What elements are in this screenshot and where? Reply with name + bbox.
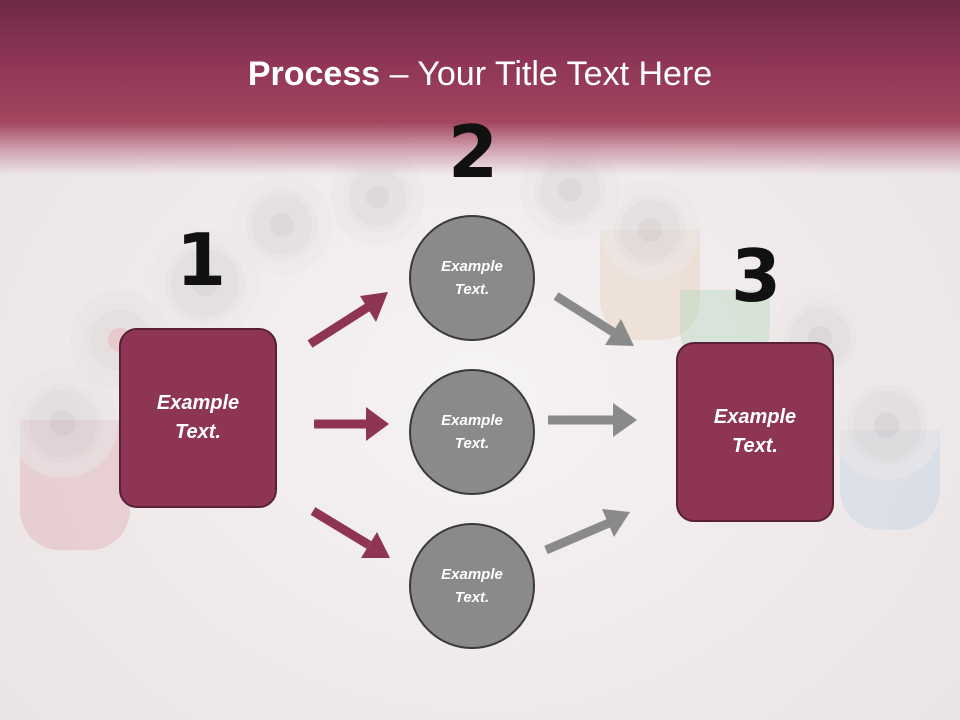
arrow-left-middle xyxy=(314,407,389,441)
step-3-text: Example Text. xyxy=(713,406,797,457)
step-2-circle-top[interactable]: Example Text. xyxy=(409,215,535,341)
slide-title: Process – Your Title Text Here xyxy=(0,52,960,96)
arrow-right-middle xyxy=(548,403,637,437)
spool xyxy=(232,175,332,275)
title-bar xyxy=(0,0,960,175)
arrow-right-up xyxy=(544,509,630,555)
spool xyxy=(8,368,118,478)
step-number-1: 1 xyxy=(176,218,227,302)
spool xyxy=(600,180,700,280)
step-2-circle-bottom[interactable]: Example Text. xyxy=(409,523,535,649)
step-1-box[interactable]: Example Text. xyxy=(119,328,277,508)
step-1-text: Example Text. xyxy=(156,392,240,443)
circle-middle-text: Example Text. xyxy=(441,412,503,452)
step-3-box[interactable]: Example Text. xyxy=(676,342,834,522)
step-number-3: 3 xyxy=(731,234,782,318)
spool xyxy=(832,370,942,480)
circle-top-text: Example Text. xyxy=(441,258,503,298)
title-rest: – Your Title Text Here xyxy=(380,55,713,93)
arrow-left-up xyxy=(307,292,388,348)
arrow-left-down xyxy=(310,507,390,558)
step-number-2: 2 xyxy=(448,110,499,194)
title-bold: Process xyxy=(247,55,381,93)
step-2-circle-middle[interactable]: Example Text. xyxy=(409,369,535,495)
arrow-right-down xyxy=(553,292,634,346)
circle-bottom-text: Example Text. xyxy=(441,566,503,606)
